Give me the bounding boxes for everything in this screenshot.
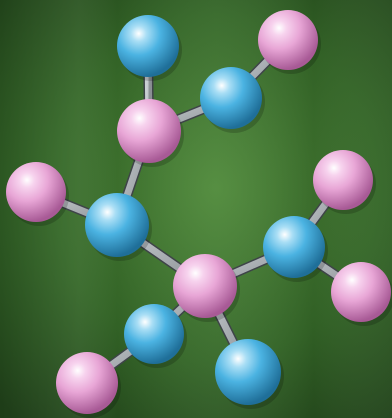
atom-pink-a2	[258, 10, 318, 70]
atom-pink-a4	[117, 99, 181, 163]
atom-blue-a3	[200, 67, 262, 129]
atom-blue-a11	[124, 304, 184, 364]
atom-pink-a9	[331, 262, 391, 322]
atom-pink-a10	[173, 254, 237, 318]
atom-blue-a12	[215, 339, 281, 405]
atom-blue-a6	[85, 193, 149, 257]
atom-pink-a7	[313, 150, 373, 210]
atom-blue-a8	[263, 216, 325, 278]
atom-pink-a13	[56, 352, 118, 414]
atom-pink-a5	[6, 162, 66, 222]
atoms-layer	[6, 10, 392, 418]
atom-blue-a1	[117, 15, 179, 77]
